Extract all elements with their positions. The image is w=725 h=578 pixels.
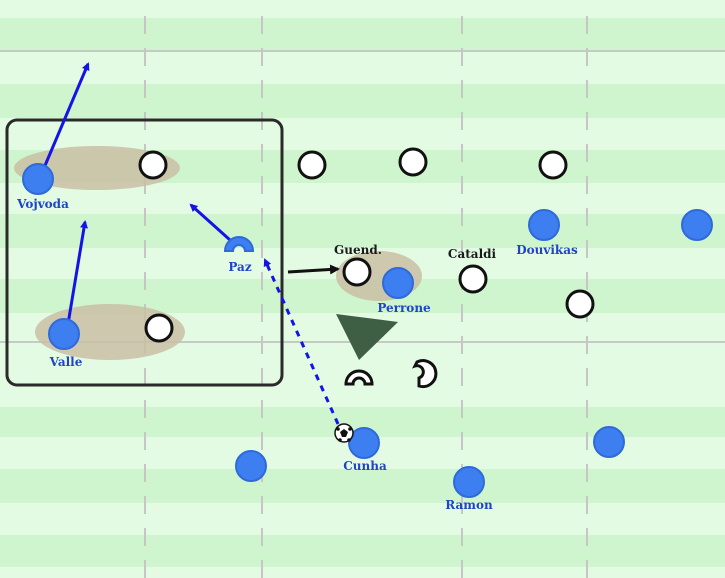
blue-player-paz: [223, 236, 255, 252]
blue-team: [22, 163, 713, 498]
pass-line: [263, 258, 340, 425]
blue-player-cunha: [348, 427, 380, 459]
white-player: [297, 150, 327, 180]
blue-player: [235, 450, 267, 482]
blue-player-perrone: [382, 267, 414, 299]
white-player-guendouzi: [342, 257, 372, 287]
blue-player: [593, 426, 625, 458]
label-paz: Paz: [228, 260, 251, 274]
white-player: [538, 150, 568, 180]
label-cunha: Cunha: [343, 459, 387, 473]
highlight-vojvoda: [14, 146, 180, 190]
white-player-cataldi: [458, 264, 488, 294]
blue-player: [681, 209, 713, 241]
player-labels: Vojvoda Valle Paz Perrone Douvikas Cunha…: [16, 197, 578, 512]
label-cataldi: Cataldi: [448, 247, 497, 261]
label-guendouzi: Guend.: [334, 243, 382, 257]
run-arrow-valle: [65, 220, 88, 331]
overload-zone-box: [5, 118, 284, 387]
label-douvikas: Douvikas: [516, 243, 578, 257]
soccer-ball-icon: [334, 423, 354, 443]
white-player-turned: [412, 359, 438, 389]
blue-player-ramon: [453, 466, 485, 498]
blue-player-valle: [48, 318, 80, 350]
press-arrow-guendouzi: [287, 264, 340, 275]
label-valle: Valle: [49, 355, 83, 369]
label-vojvoda: Vojvoda: [16, 197, 69, 211]
white-team: [138, 147, 595, 389]
white-player: [398, 147, 428, 177]
blue-player-vojvoda: [22, 163, 54, 195]
blue-player-douvikas: [528, 209, 560, 241]
white-player: [138, 150, 168, 180]
run-arrow-vojvoda: [39, 62, 90, 176]
pressing-cone-icon: [336, 314, 398, 360]
white-player: [565, 289, 595, 319]
pitch-stripes: [0, 18, 725, 567]
white-player-turned: [344, 369, 374, 386]
label-ramon: Ramon: [445, 498, 493, 512]
white-player: [144, 313, 174, 343]
run-arrow-paz: [189, 203, 232, 242]
label-perrone: Perrone: [377, 301, 431, 315]
